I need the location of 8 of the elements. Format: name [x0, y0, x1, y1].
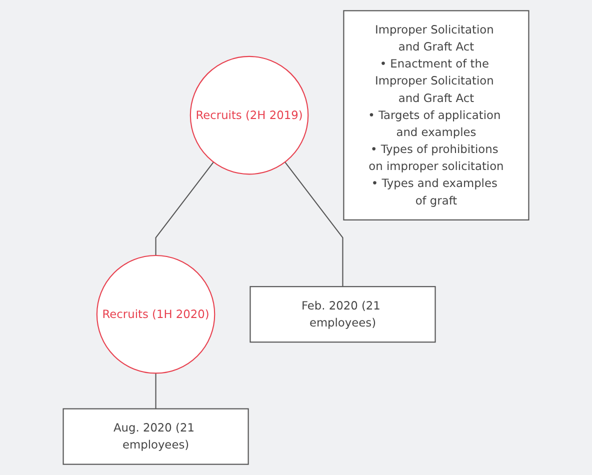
node-box: Feb. 2020 (21 employees): [250, 286, 436, 343]
node-box: Aug. 2020 (21 employees): [62, 408, 249, 465]
node-circle: Recruits (1H 2020): [96, 254, 216, 374]
connector: [155, 162, 214, 256]
node-box: Improper Solicitation and Graft Act • Enactment of the Improper Solicitation and Graft Act • Targets of application and examples • Types of prohibitions on improper solicitation • Types and examples of graft: [343, 10, 530, 220]
node-circle: Recruits (2H 2019): [190, 56, 309, 175]
connector: [284, 162, 344, 287]
connector: [155, 373, 156, 409]
